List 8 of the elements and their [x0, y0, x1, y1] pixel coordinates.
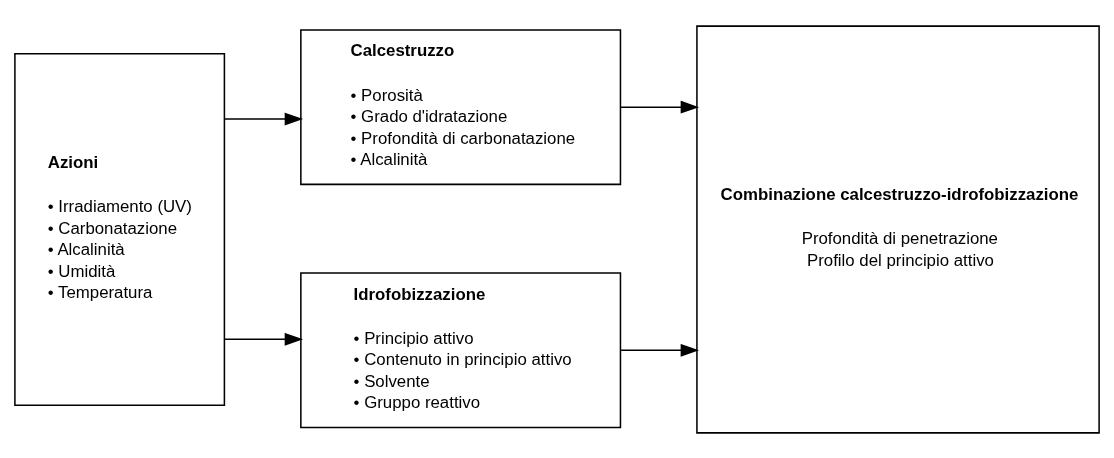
arrow [224, 112, 304, 125]
node-box: Calcestruzzo • Porosità • Grado d'idratazione • Profondità di carbonatazione • Alcalinità [300, 28, 622, 185]
node-box: Combinazione calcestruzzo-idrofobizzazione Profondità di penetrazione Profilo del principio attivo [696, 24, 1100, 434]
arrow [620, 100, 700, 114]
node-box: Azioni • Irradiamento (UV) • Carbonatazione • Alcalinità • Umidità • Temperatura [14, 52, 226, 406]
arrow [224, 332, 304, 346]
node-box: Idrofobizzazione • Principio attivo • Contenuto in principio attivo • Solvente • Gruppo reattivo [300, 271, 622, 428]
arrow [620, 343, 700, 357]
